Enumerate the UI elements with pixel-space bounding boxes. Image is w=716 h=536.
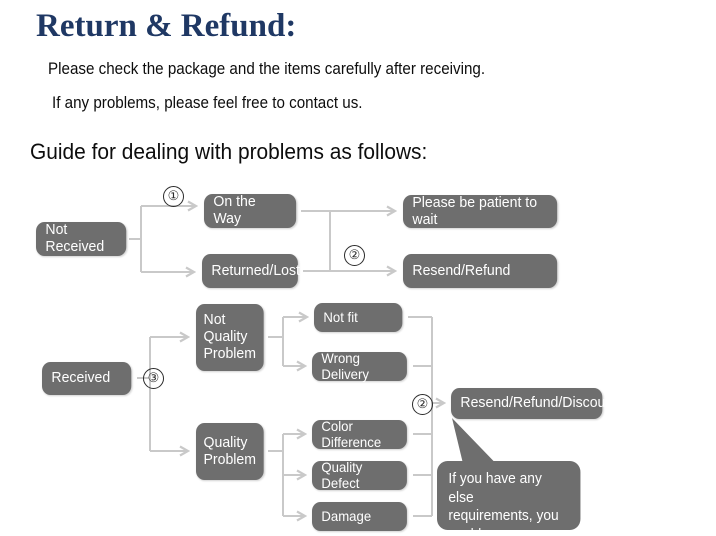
node-please-be-patient[interactable]: Please be patient to wait <box>403 194 558 228</box>
node-not-received[interactable]: Not Received <box>36 221 127 256</box>
node-wrong-delivery[interactable]: Wrong Delivery <box>312 350 407 381</box>
step-marker-one: ① <box>163 186 184 207</box>
node-not-fit[interactable]: Not fit <box>314 303 403 332</box>
node-returned-lost[interactable]: Returned/Lost <box>202 254 300 288</box>
node-not-quality-problem[interactable]: Not Quality Problem <box>196 304 264 371</box>
step-marker-two-bottom: ② <box>412 394 433 415</box>
page-title: Return & Refund: <box>36 8 297 44</box>
node-quality-defect[interactable]: Quality Defect <box>312 459 407 490</box>
node-damage[interactable]: Damage <box>312 502 407 531</box>
node-resend-refund[interactable]: Resend/Refund <box>403 254 558 288</box>
intro-line-2: If any problems, please feel free to con… <box>52 94 363 112</box>
node-received[interactable]: Received <box>42 362 132 395</box>
intro-line-1: Please check the package and the items c… <box>48 60 486 78</box>
node-color-difference[interactable]: Color Difference <box>312 418 407 449</box>
node-quality-problem[interactable]: Quality Problem <box>196 423 264 480</box>
step-marker-two-top: ② <box>344 245 365 266</box>
step-marker-three: ③ <box>143 368 164 389</box>
node-resend-refund-discount[interactable]: Resend/Refund/Discount <box>451 388 617 419</box>
guide-heading: Guide for dealing with problems as follo… <box>30 139 428 164</box>
callout-bubble: If you have any else requirements, you c… <box>437 461 581 536</box>
node-on-the-way[interactable]: On the Way <box>204 193 297 228</box>
